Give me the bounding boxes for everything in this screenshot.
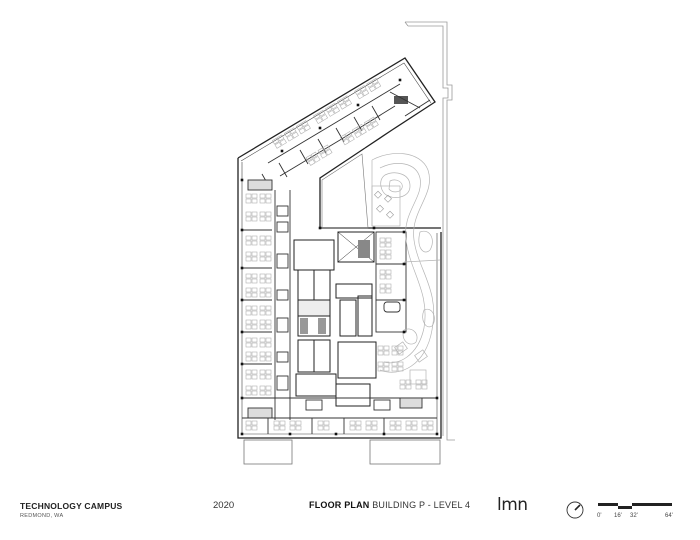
plan-title-detail: BUILDING P - LEVEL 4 xyxy=(369,500,471,510)
building-outline xyxy=(237,57,442,439)
firm-logo: lmn xyxy=(497,495,528,515)
drawing-year: 2020 xyxy=(213,500,235,511)
scale-label-64: 64' xyxy=(665,513,673,519)
north-wing-rooms xyxy=(261,83,431,189)
south-terraces xyxy=(243,439,441,465)
project-location: REDMOND, WA xyxy=(20,513,64,519)
north-arrow-icon xyxy=(566,501,584,519)
project-name: TECHNOLOGY CAMPUS xyxy=(20,501,123,511)
workstations-west xyxy=(245,193,272,396)
garden-seating xyxy=(374,190,394,219)
scale-label-16: 16' xyxy=(614,513,622,519)
scale-bar xyxy=(598,503,672,509)
plan-title-bold: FLOOR PLAN xyxy=(309,500,370,510)
open-to-below xyxy=(321,153,369,229)
floor-plan-drawing xyxy=(237,21,455,465)
workstations-east-core xyxy=(377,237,404,372)
workstations-north xyxy=(272,77,382,166)
plan-title: FLOOR PLAN BUILDING P - LEVEL 4 xyxy=(309,500,470,510)
site-boundary-east xyxy=(404,21,455,441)
west-wing-walls xyxy=(242,179,291,420)
scale-label-0: 0' xyxy=(597,513,602,519)
roof-garden-landscape xyxy=(371,153,441,385)
scale-label-32: 32' xyxy=(630,513,638,519)
south-wing xyxy=(242,397,437,434)
building-core xyxy=(293,231,377,407)
east-conference-rooms xyxy=(375,231,407,333)
